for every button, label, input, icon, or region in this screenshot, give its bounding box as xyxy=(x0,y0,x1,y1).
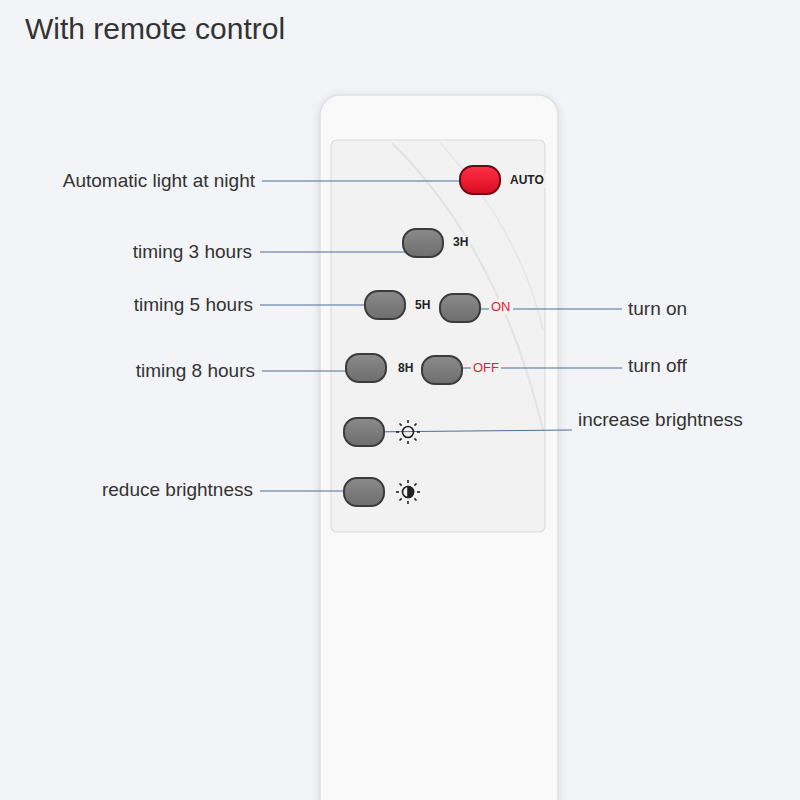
buttons xyxy=(344,166,500,506)
button-label: OFF xyxy=(471,361,501,376)
callout-label: turn on xyxy=(628,298,687,320)
callout-label: timing 3 hours xyxy=(133,241,252,263)
button-label: 3H xyxy=(451,236,470,250)
callout-label: turn off xyxy=(628,355,687,377)
callout-label: Automatic light at night xyxy=(63,170,255,192)
remote-body xyxy=(320,95,558,800)
sun-icon xyxy=(396,420,420,444)
button-label: 8H xyxy=(396,362,415,376)
page-title: With remote control xyxy=(25,12,285,47)
button-label: 5H xyxy=(413,299,432,313)
callout-label: reduce brightness xyxy=(102,479,253,501)
button-label: AUTO xyxy=(508,174,546,188)
half-sun-icon xyxy=(396,480,420,504)
button-label: ON xyxy=(489,300,513,315)
callout-label: timing 8 hours xyxy=(136,360,255,382)
leader-lines xyxy=(260,181,622,491)
callout-label: timing 5 hours xyxy=(134,294,253,316)
callout-label: increase brightness xyxy=(578,409,743,431)
